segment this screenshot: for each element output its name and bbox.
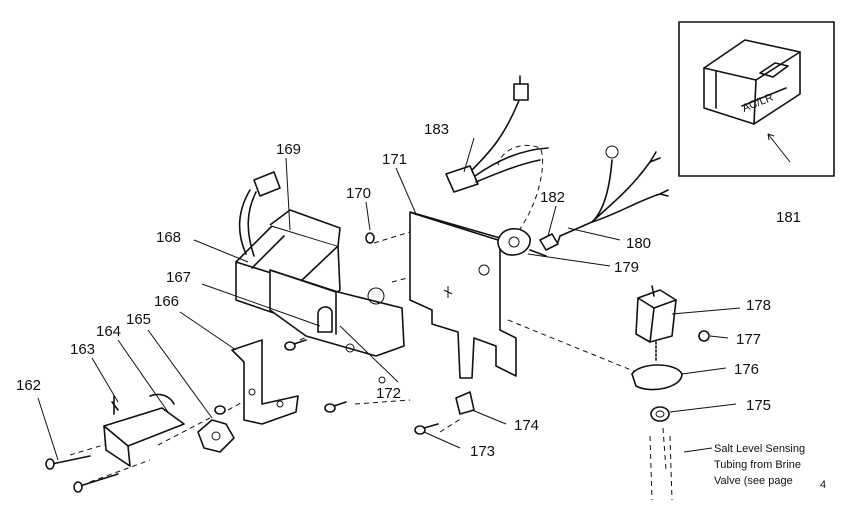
label-168: 168 [156, 229, 181, 246]
screws [45, 232, 439, 493]
note-line-1: Salt Level Sensing [714, 443, 805, 455]
inset-box: AC/LR [678, 21, 835, 177]
label-180: 180 [626, 235, 651, 252]
plug-transformer-drawing: AC/LR [703, 39, 801, 125]
label-162: 162 [16, 377, 41, 394]
label-177: 177 [736, 331, 761, 348]
clip [455, 391, 475, 415]
label-163: 163 [70, 341, 95, 358]
label-179: 179 [614, 259, 639, 276]
note-line-3: Valve (see page [714, 475, 793, 487]
label-167: 167 [166, 269, 191, 286]
label-183: 183 [424, 121, 449, 138]
mounting-plate [409, 211, 517, 379]
label-170: 170 [346, 185, 371, 202]
label-175: 175 [746, 397, 771, 414]
leader-lines [37, 137, 741, 461]
cam-wheel [197, 419, 235, 453]
mounting-bracket [269, 269, 405, 384]
microswitch [103, 393, 185, 467]
label-182: 182 [540, 189, 565, 206]
label-181: 181 [776, 209, 801, 226]
label-173: 173 [470, 443, 495, 460]
note-page-ref: 4 [820, 479, 826, 491]
strain-relief [497, 227, 547, 257]
label-169: 169 [276, 141, 301, 158]
bracket-plate [231, 339, 299, 425]
label-166: 166 [154, 293, 179, 310]
sensor-assembly [631, 285, 710, 501]
label-164: 164 [96, 323, 121, 340]
note-line-2: Tubing from Brine [714, 459, 801, 471]
label-165: 165 [126, 311, 151, 328]
label-172: 172 [376, 385, 401, 402]
wire-harness [445, 75, 549, 193]
label-174: 174 [514, 417, 539, 434]
label-178: 178 [746, 297, 771, 314]
tubing-note: Salt Level Sensing Tubing from Brine Val… [683, 443, 826, 491]
part-labels: 162 163 164 165 166 167 168 169 170 171 … [16, 121, 801, 460]
label-176: 176 [734, 361, 759, 378]
label-171: 171 [382, 151, 407, 168]
